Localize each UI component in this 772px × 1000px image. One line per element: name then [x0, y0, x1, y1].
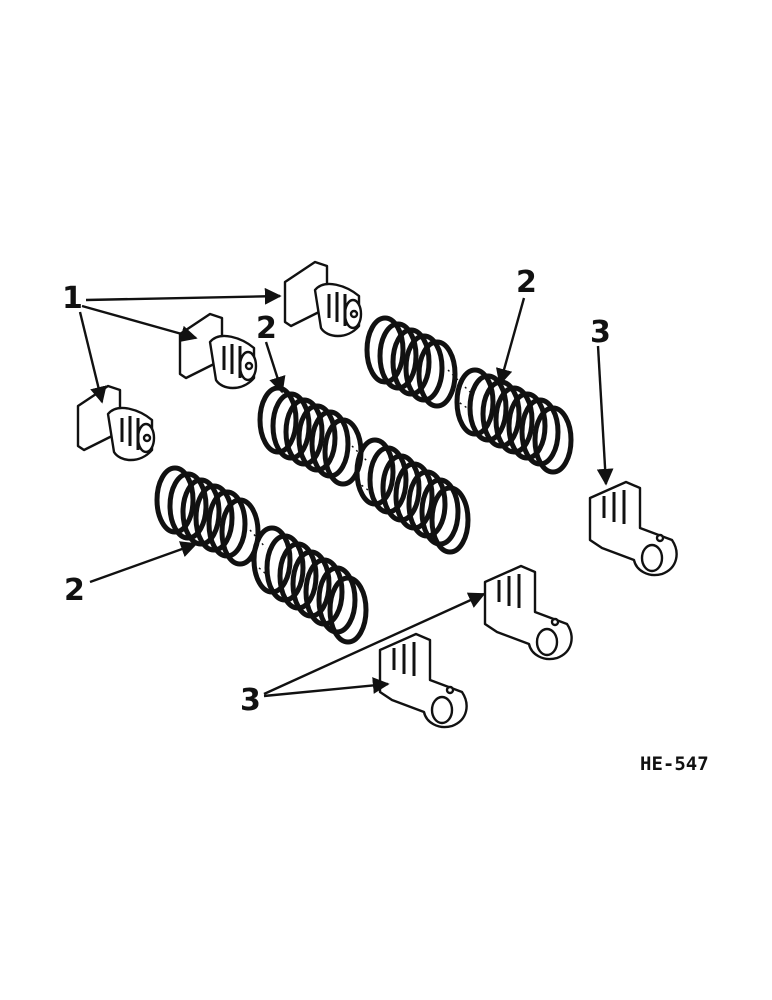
callout-item-2-front: 2	[64, 573, 85, 608]
callout-item-2-middle: 2	[256, 311, 277, 346]
spring-seat-front	[76, 384, 156, 462]
spring-clamp-front	[378, 632, 468, 729]
coil-spring-middle	[257, 385, 471, 555]
callout-item-1: 1	[62, 281, 83, 316]
figure-id: HE-547	[640, 753, 709, 775]
leader-lines-item-3	[263, 345, 614, 698]
coil-spring-front	[154, 465, 369, 645]
leader-lines-item-1	[78, 287, 282, 404]
callout-item-3-right: 3	[590, 315, 611, 350]
spring-clamp-middle	[483, 564, 573, 661]
leader-lines-item-2	[89, 297, 526, 584]
callout-item-3-front: 3	[240, 683, 261, 718]
spring-clamp-right	[588, 480, 678, 577]
coil-spring-back	[364, 315, 574, 475]
callout-item-2-back: 2	[516, 265, 537, 300]
spring-seat-top	[283, 260, 363, 338]
spring-seat-middle	[178, 312, 258, 390]
